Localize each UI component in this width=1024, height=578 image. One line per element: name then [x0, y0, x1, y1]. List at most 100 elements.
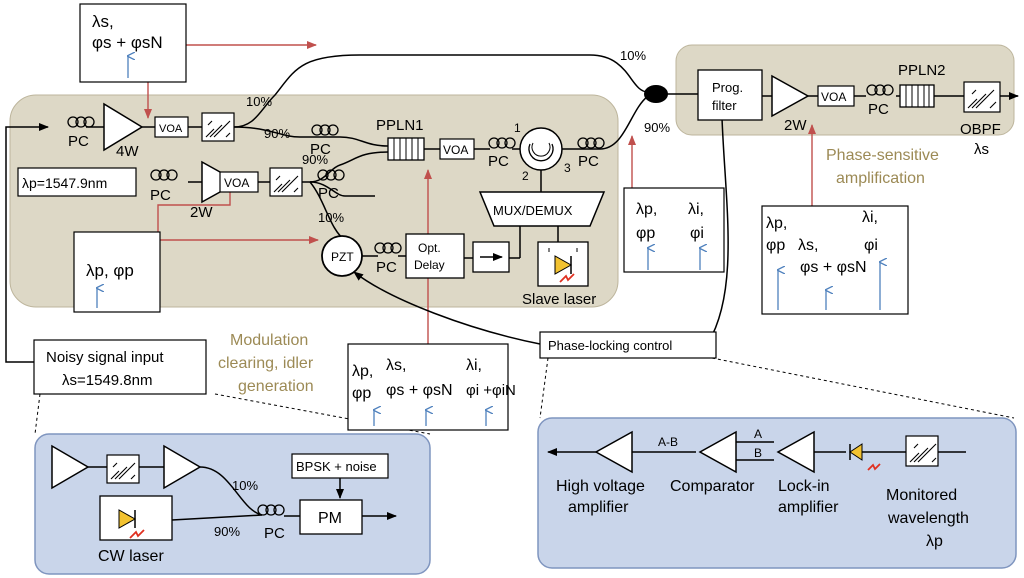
pc-loops: [67, 84, 894, 516]
voa-label: VOA: [821, 90, 846, 104]
lockin-inset: [547, 430, 966, 474]
coupler: [644, 85, 668, 103]
filtered-box: [623, 187, 725, 273]
edfa-4w: [103, 102, 144, 152]
phase-locking-control-box: [539, 331, 717, 359]
prog-filter-label-2: filter: [712, 98, 737, 113]
after-mc-signal-1: λs,: [386, 357, 406, 374]
modulation-caption-3: generation: [238, 378, 314, 395]
after-psa-pump-1: λp,: [766, 215, 787, 232]
signal-top-box: [79, 3, 187, 83]
voa-4: [817, 85, 855, 107]
comparator-label: Comparator: [670, 478, 755, 495]
slave-laser-icon: [537, 241, 589, 287]
psa-caption-1: Phase-sensitive: [826, 147, 939, 164]
circ-port-2: 2: [522, 169, 529, 183]
after-psa-idler-1: λi,: [862, 209, 878, 226]
pzt: [321, 235, 363, 277]
after-mc-idler-2: φi +φiN: [466, 382, 516, 399]
noisy-input-box: [33, 339, 207, 395]
pc-label: PC: [318, 185, 339, 202]
after-mc-pump-2: φp: [352, 385, 371, 402]
pzt-label: PZT: [331, 250, 354, 264]
voa-label: VOA: [443, 143, 468, 157]
after-psa-signal-2: φs + φsN: [800, 259, 867, 276]
a-minus-b-label: A-B: [658, 435, 678, 449]
monitored-label-2: wavelength: [887, 510, 969, 527]
after-mc-signal-2: φs + φsN: [386, 382, 453, 399]
ratio-ppln1-90: 90%: [302, 152, 328, 167]
opt-delay-label-2: Delay: [414, 258, 445, 272]
modulation-caption-2: clearing, idler: [218, 355, 314, 372]
phase-lock-label: Phase-locking control: [548, 338, 672, 353]
lockin-amp-label-2: amplifier: [778, 499, 839, 516]
voa-1: [154, 116, 189, 138]
filtered-pump-2: φp: [636, 225, 655, 242]
pc-label: PC: [868, 101, 889, 118]
ratio-pump-10: 10%: [318, 210, 344, 225]
ppln1: [387, 137, 425, 161]
fiber-lines: [5, 54, 1019, 363]
circulator: [519, 127, 563, 171]
edfa-2w-pump-label: 2W: [190, 204, 213, 221]
pc-label: PC: [376, 259, 397, 276]
voa-label: VOA: [224, 176, 249, 190]
high-voltage-label-1: High voltage: [556, 478, 645, 495]
psa-caption-2: amplification: [836, 170, 925, 187]
mux-demux: [478, 191, 606, 227]
mux-label: MUX/DEMUX: [493, 203, 573, 218]
voa-3: [439, 138, 475, 160]
slave-laser-label: Slave laser: [522, 291, 596, 308]
pump-wavelength-box: [17, 167, 137, 197]
lockin-amp-label-1: Lock-in: [778, 478, 830, 495]
filtered-pump-1: λp,: [636, 201, 657, 218]
prog-filter: [697, 69, 763, 121]
opt-delay: [405, 233, 465, 279]
monitored-label-3: λp: [926, 533, 943, 550]
ratio-top-10: 10%: [246, 94, 272, 109]
after-mc-box: [347, 343, 509, 431]
opt-delay-label-1: Opt.: [418, 241, 441, 255]
ppln2: [899, 84, 935, 108]
obpf-label: OBPF: [960, 121, 1001, 138]
monitored-label-1: Monitored: [886, 487, 957, 504]
b-label: B: [754, 446, 762, 460]
ratio-coupler-90: 90%: [644, 120, 670, 135]
prog-filter-label-1: Prog.: [712, 80, 743, 95]
edfa-2w-psa: [771, 74, 810, 118]
modulation-caption-1: Modulation: [230, 332, 308, 349]
seed-inset: [51, 444, 397, 541]
inset-ratio-10: 10%: [232, 478, 258, 493]
noisy-input-label-1: Noisy signal input: [46, 349, 164, 366]
after-psa-signal-1: λs,: [798, 237, 818, 254]
lockin-inset-region: [537, 417, 1017, 569]
signal-top-line-1: λs,: [92, 12, 114, 31]
high-voltage-label-2: amplifier: [568, 499, 629, 516]
inset-ratio-90: 90%: [214, 524, 240, 539]
after-psa-pump-2: φp: [766, 237, 785, 254]
noisy-input-label-2: λs=1549.8nm: [62, 372, 152, 389]
ppln1-label: PPLN1: [376, 117, 424, 134]
voa-label: VOA: [159, 123, 183, 135]
ratio-top-90: 90%: [264, 126, 290, 141]
pc-label: PC: [68, 133, 89, 150]
circ-port-3: 3: [564, 161, 571, 175]
pc-label: PC: [150, 187, 171, 204]
after-psa-idler-2: φi: [864, 237, 878, 254]
edfa-4w-label: 4W: [116, 143, 139, 160]
bpsk-label: BPSK + noise: [296, 459, 377, 474]
filtered-idler-2: φi: [690, 225, 704, 242]
after-mc-idler-1: λi,: [466, 357, 482, 374]
filtered-idler-1: λi,: [688, 201, 704, 218]
ratio-coupler-10: 10%: [620, 48, 646, 63]
pc-label: PC: [578, 153, 599, 170]
pump-wavelength-label: λp=1547.9nm: [22, 175, 107, 191]
pc-label: PC: [488, 153, 509, 170]
ppln2-label: PPLN2: [898, 62, 946, 79]
after-mc-pump-1: λp,: [352, 363, 373, 380]
voa-2: [219, 171, 259, 193]
signal-top-line-2: φs + φsN: [92, 33, 163, 52]
pc-label: PC: [310, 141, 331, 158]
pm-label: PM: [318, 510, 342, 527]
